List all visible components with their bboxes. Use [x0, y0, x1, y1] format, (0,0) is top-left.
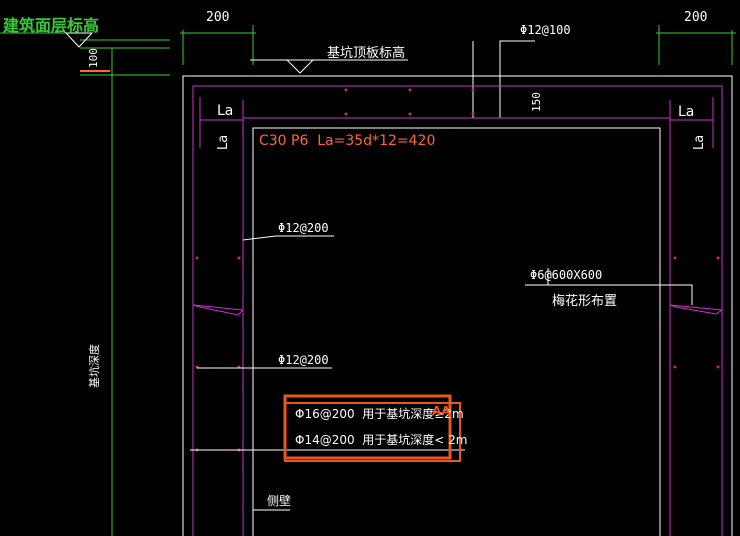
la-right-label: La — [678, 104, 695, 120]
pit-top-elevation-label: 基坑顶板标高 — [327, 46, 406, 61]
wall-rebar-label-1: Φ12@200 — [278, 221, 329, 235]
pit-depth-label: 基坑深度 — [88, 344, 101, 388]
green-dimension-group — [0, 25, 736, 536]
top-rebar-label: Φ12@100 — [520, 23, 571, 37]
la-vertical-right-label: La — [692, 134, 707, 150]
leader-lines — [190, 235, 693, 511]
rebar-dots — [195, 88, 720, 452]
dimension-100: 100 — [87, 48, 100, 68]
elevation-triangle-right — [285, 59, 315, 74]
rebar-group — [192, 85, 724, 536]
side-wall-label: 侧壁 — [267, 494, 292, 508]
highlight-box-inner — [284, 402, 461, 462]
dimension-200-left: 200 — [206, 10, 230, 25]
la-left-label: La — [217, 103, 234, 119]
wall-rebar-label-2: Φ12@200 — [278, 353, 329, 367]
la-vertical-left-label: La — [216, 134, 231, 150]
tie-rebar-label: Φ6@600X600 — [530, 268, 603, 282]
dimension-200-right: 200 — [684, 10, 708, 25]
concrete-spec-label: C30 P6 La=35d*12=420 — [259, 133, 436, 149]
aa-tag: AA — [432, 404, 451, 418]
elevation-triangle-left — [64, 32, 94, 48]
tie-layout-label: 梅花形布置 — [552, 294, 618, 309]
rebar-shallow-label: Φ14@200 用于基坑深度< 2m — [295, 433, 468, 447]
building-floor-elevation-label: 建筑面层标高 — [3, 16, 100, 35]
rebar-deep-label: Φ16@200 用于基坑深度≥2m — [295, 407, 464, 421]
dimension-150: 150 — [530, 92, 543, 112]
